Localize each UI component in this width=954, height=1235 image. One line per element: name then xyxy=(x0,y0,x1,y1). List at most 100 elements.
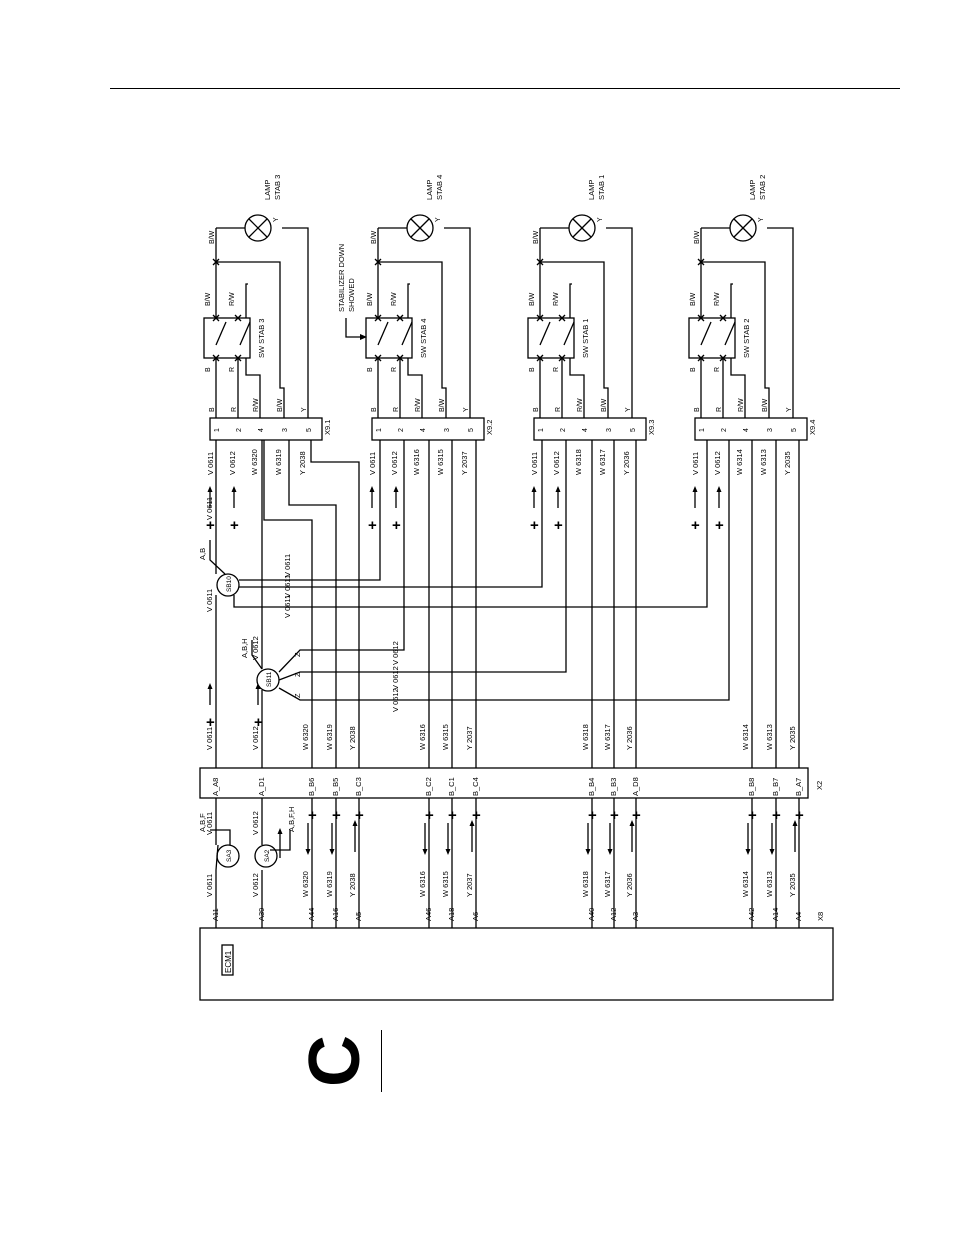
plus-sign: + xyxy=(530,517,539,534)
wire-label: Y 2038 xyxy=(348,873,357,897)
plus-sign: + xyxy=(368,517,377,534)
switch-box xyxy=(203,317,251,359)
switch-color: B xyxy=(529,367,536,372)
x9-pin: 2 xyxy=(236,428,243,432)
arrow-head xyxy=(469,820,475,826)
sb11-tag: A,B,H xyxy=(240,638,249,658)
x9-pin: 1 xyxy=(376,428,383,432)
x2-label: X2 xyxy=(815,781,824,790)
sb11-branch xyxy=(278,420,405,673)
x2-pin: B_B3 xyxy=(609,778,618,796)
sb10-circle xyxy=(216,573,240,597)
lamp-color: B/W xyxy=(533,230,540,244)
arrow-head xyxy=(531,486,537,492)
switch-color: R/W xyxy=(553,292,560,306)
z-label: Z xyxy=(293,693,302,698)
signal-wire xyxy=(288,440,337,768)
harness-wire xyxy=(701,261,770,418)
arrow-head xyxy=(745,849,751,855)
wire-label: W 6318 xyxy=(581,724,590,750)
sa2-tag-leader xyxy=(270,830,291,851)
arrow-head xyxy=(585,849,591,855)
wire-label: V 0612 xyxy=(251,811,260,835)
x9-color: Y xyxy=(625,407,632,412)
plus-sign: + xyxy=(472,807,481,824)
lamp-filament xyxy=(410,218,430,238)
arrow-head xyxy=(231,486,237,492)
plus-sign: + xyxy=(748,807,757,824)
junction-mark xyxy=(536,258,544,266)
x9-connector-box xyxy=(371,417,485,441)
junction-mark xyxy=(697,258,705,266)
wire-label: W 6316 xyxy=(418,871,427,897)
signal-wire xyxy=(310,440,360,768)
x9-color: B/W xyxy=(762,398,769,412)
sa3-tag: A,B,F xyxy=(198,813,207,832)
x2-pin: B_A7 xyxy=(794,778,803,796)
wire-label: W 6316 xyxy=(418,724,427,750)
sb10-branch xyxy=(239,420,543,588)
junction-mark xyxy=(374,258,382,266)
switch-contact xyxy=(563,321,575,346)
sb11-tag-leader xyxy=(251,640,263,670)
x9-pin: 4 xyxy=(258,428,265,432)
switch-label: SW STAB 4 xyxy=(419,319,428,358)
wire-label: Y 2038 xyxy=(348,726,357,750)
switch-color: R/W xyxy=(229,292,236,306)
junction-mark xyxy=(558,314,566,322)
arrow-head xyxy=(692,486,698,492)
x9-pin: 1 xyxy=(214,428,221,432)
switch-color: B/W xyxy=(367,292,374,306)
switch-color: R xyxy=(229,367,236,372)
arrow-head xyxy=(769,849,775,855)
plus-sign: + xyxy=(425,807,434,824)
wire-label: Y 2035 xyxy=(783,451,792,475)
x2-box xyxy=(199,767,809,799)
x9-pin: 4 xyxy=(582,428,589,432)
arrow-head xyxy=(792,820,798,826)
x9-color: B xyxy=(694,407,701,412)
wire-label: V 0611 xyxy=(530,452,539,475)
lamp-filament xyxy=(572,218,592,238)
lamp-label: STAB 4 xyxy=(435,175,444,200)
lamp-color: Y xyxy=(758,217,765,222)
switch-contact xyxy=(401,321,413,346)
x9-pin: 2 xyxy=(721,428,728,432)
lamp-color: B/W xyxy=(209,230,216,244)
harness-wire xyxy=(245,283,261,418)
x9-color: Y xyxy=(301,407,308,412)
junction-mark xyxy=(536,314,544,322)
x8-label: X8 xyxy=(816,912,825,921)
arrow-head xyxy=(207,683,213,689)
sb11-branch xyxy=(278,420,730,701)
sa3-tag-leader xyxy=(210,829,231,845)
lamp-label: STAB 3 xyxy=(273,175,282,200)
switch-color: R/W xyxy=(391,292,398,306)
lamp-label: LAMP xyxy=(587,180,596,200)
arrow-head xyxy=(607,849,613,855)
lamp-color: B/W xyxy=(694,230,701,244)
switch-color: R xyxy=(714,367,721,372)
wire-label: W 6313 xyxy=(765,724,774,750)
wire-label: W 6320 xyxy=(301,724,310,750)
x9-connector-box xyxy=(209,417,323,441)
sb10-branch xyxy=(239,420,381,581)
wire-label: V 0612 xyxy=(251,873,260,897)
switch-label: SW STAB 1 xyxy=(581,319,590,358)
plus-sign: + xyxy=(206,517,215,534)
arrow-head xyxy=(555,486,561,492)
note-line1: STABILIZER DOWN xyxy=(337,244,346,312)
harness-wire xyxy=(767,227,794,418)
wire-label: V 0611 xyxy=(691,452,700,475)
wire-label: V 0612 xyxy=(713,451,722,475)
wire-label: Y 2037 xyxy=(465,726,474,750)
switch-color: B xyxy=(205,367,212,372)
wire-label: Y 2037 xyxy=(465,873,474,897)
x9-color: B xyxy=(209,407,216,412)
x9-color: R xyxy=(231,407,238,412)
x9-color: B xyxy=(371,407,378,412)
wire-label: V 0612 xyxy=(228,451,237,475)
switch-color: B xyxy=(690,367,697,372)
wire-label: W 6319 xyxy=(274,449,283,475)
section-letter: C xyxy=(295,1035,375,1087)
